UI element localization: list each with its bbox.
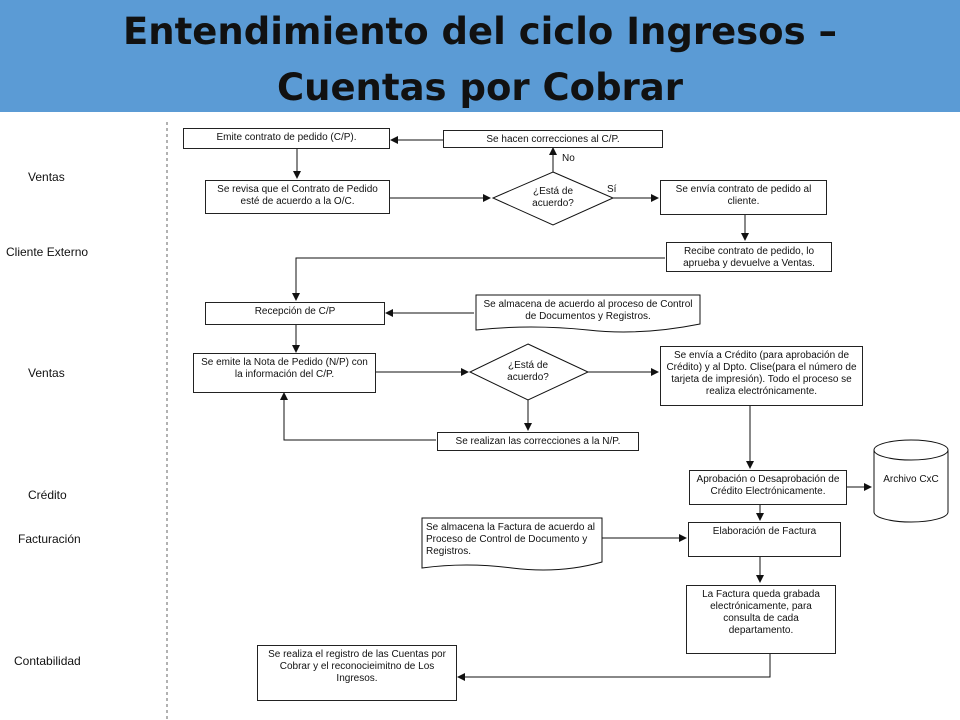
lane-facturacion: Facturación [18,532,81,546]
box-emite-np: Se emite la Nota de Pedido (N/P) con la … [193,353,376,393]
title-line-1: Entendimiento del ciclo Ingresos – [122,10,838,53]
box-factura-grabada: La Factura queda grabada electrónicament… [686,585,836,654]
title-line-2: Cuentas por Cobrar [276,66,684,109]
label-no: No [562,153,575,164]
decision-1-shape [491,171,615,226]
box-envia-credito: Se envía a Crédito (para aprobación de C… [660,346,863,406]
doc-shape-almacena-cp [475,294,701,333]
box-recibe-contrato: Recibe contrato de pedido, lo aprueba y … [666,242,832,272]
decision-1-label: ¿Está de acuerdo? [532,186,574,209]
doc-almacena-cp: Se almacena de acuerdo al proceso de Con… [483,299,693,322]
label-si: Sí [607,184,617,195]
box-correcciones-cp: Se hacen correcciones al C/P. [443,130,663,148]
archivo-cxc-label: Archivo CxC [883,474,939,485]
decision-2-label: ¿Está de acuerdo? [507,360,549,383]
archivo-cylinder [873,450,949,523]
doc-shape-almacena-factura [421,517,603,571]
doc-almacena-factura: Se almacena la Factura de acuerdo al Pro… [426,522,595,557]
box-registro-cxc: Se realiza el registro de las Cuentas po… [257,645,457,701]
box-revisa-contrato: Se revisa que el Contrato de Pedido esté… [205,180,390,214]
box-recepcion-cp: Recepción de C/P [205,302,385,325]
box-correcciones-np: Se realizan las correcciones a la N/P. [437,432,639,451]
box-elaboracion-factura: Elaboración de Factura [688,522,841,557]
box-aprobacion-credito: Aprobación o Desaprobación de Crédito El… [689,470,847,505]
box-envia-contrato: Se envía contrato de pedido al cliente. [660,180,827,215]
title-banner [0,0,960,112]
lane-cliente-externo: Cliente Externo [6,245,89,259]
page-title: Entendimiento del ciclo Ingresos – Cuent… [0,4,960,116]
lane-ventas-1: Ventas [28,170,65,184]
lane-ventas-2: Ventas [28,366,65,380]
lane-contabilidad: Contabilidad [14,654,81,668]
decision-2-shape [468,343,590,401]
box-emite-contrato: Emite contrato de pedido (C/P). [183,128,390,149]
lane-credito: Crédito [28,488,67,502]
